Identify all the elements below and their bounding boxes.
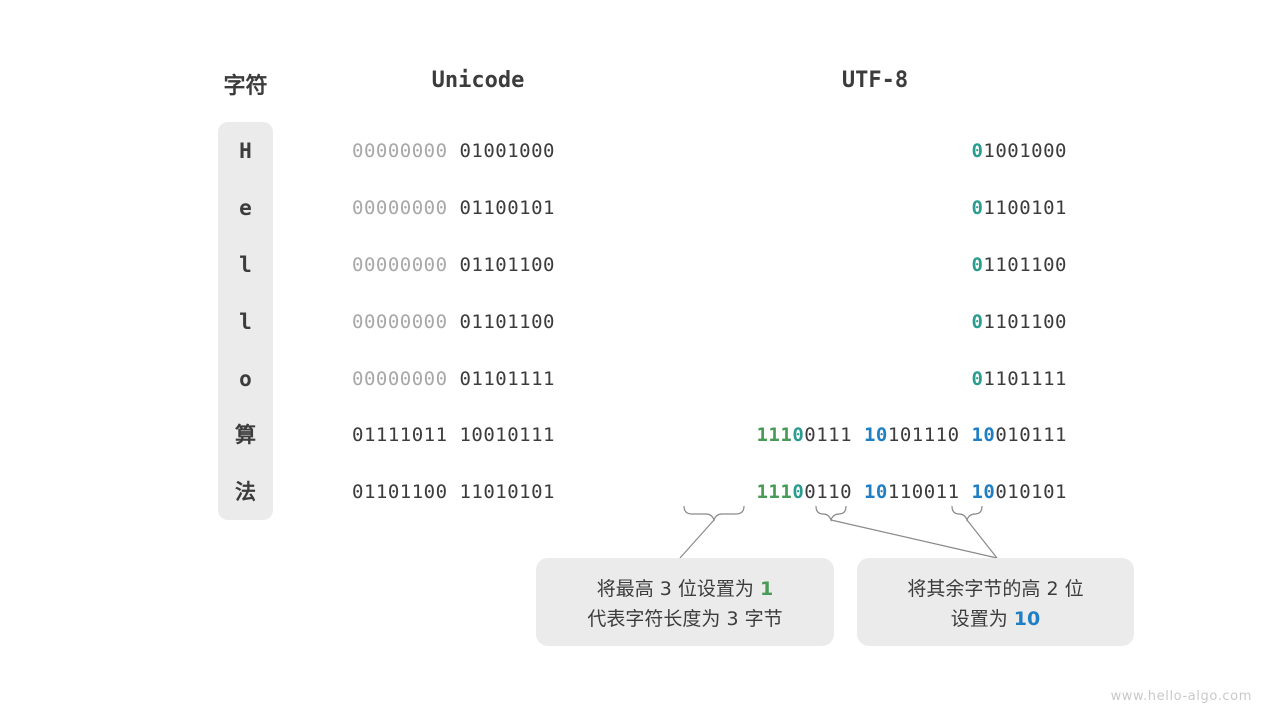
unicode-value: 01101100 11010101 [352, 481, 555, 503]
unicode-high-byte: 01111011 [352, 424, 448, 446]
unicode-low-byte: 01101100 [459, 254, 555, 276]
utf8-prefix-bits: 0 [971, 254, 984, 276]
unicode-value: 00000000 01101100 [352, 254, 555, 276]
unicode-high-byte: 00000000 [352, 140, 448, 162]
annotation-continuation-bytes: 将其余字节的高 2 位 设置为 10 [857, 558, 1134, 646]
utf8-payload-bits: 0111 [804, 424, 853, 446]
utf8-continuation-marker-bits: 10 [971, 481, 996, 503]
unicode-low-byte: 01100101 [459, 197, 555, 219]
utf8-continuation-marker-bits: 10 [863, 481, 888, 503]
annotation-text: 将其余字节的高 2 位 [907, 578, 1084, 600]
utf8-payload-bits: 1001000 [983, 140, 1067, 162]
column-header-utf8: UTF-8 [841, 68, 909, 93]
annotation-line: 将最高 3 位设置为 1 [597, 578, 773, 600]
annotation-text: 代表字符长度为 3 字节 [587, 608, 783, 630]
unicode-high-byte: 00000000 [352, 311, 448, 333]
unicode-high-byte: 00000000 [352, 368, 448, 390]
character-column-capsule [218, 122, 273, 520]
unicode-low-byte: 11010101 [459, 481, 555, 503]
utf8-payload-bits: 101110 [887, 424, 960, 446]
brace-continuation-byte-3 [951, 505, 983, 522]
unicode-value: 00000000 01101111 [352, 368, 555, 390]
utf8-lead-marker-bits: 111 [756, 481, 793, 503]
annotation-highlight-value: 1 [759, 578, 774, 600]
annotation-line: 设置为 10 [951, 608, 1041, 630]
utf8-value: 01100101 [971, 197, 1067, 219]
unicode-high-byte: 00000000 [352, 197, 448, 219]
brace-continuation-byte-2 [815, 505, 847, 522]
utf8-prefix-bits: 0 [971, 368, 984, 390]
unicode-low-byte: 10010111 [459, 424, 555, 446]
utf8-lead-marker-bits: 111 [756, 424, 793, 446]
column-header-char: 字符 [223, 74, 268, 99]
unicode-low-byte: 01101111 [459, 368, 555, 390]
char-cell: l [239, 310, 252, 334]
utf8-prefix-bits: 0 [971, 140, 984, 162]
utf8-payload-bits: 1100101 [983, 197, 1067, 219]
utf8-continuation-marker-bits: 10 [863, 424, 888, 446]
utf8-value: 01101100 [971, 254, 1067, 276]
utf8-payload-bits: 010101 [995, 481, 1067, 503]
utf8-value: 01101100 [971, 311, 1067, 333]
unicode-high-byte: 00000000 [352, 254, 448, 276]
utf8-lead-zero-bit: 0 [792, 481, 805, 503]
unicode-low-byte: 01101100 [459, 311, 555, 333]
utf8-payload-bits: 010111 [995, 424, 1067, 446]
utf8-payload-bits: 110011 [887, 481, 960, 503]
char-cell: e [239, 196, 252, 220]
unicode-value: 00000000 01001000 [352, 140, 555, 162]
annotation-highlight-value: 10 [1013, 608, 1041, 630]
unicode-value: 00000000 01101100 [352, 311, 555, 333]
utf8-payload-bits: 0110 [804, 481, 853, 503]
unicode-value: 01111011 10010111 [352, 424, 555, 446]
char-cell: 算 [235, 423, 256, 447]
unicode-low-byte: 01001000 [459, 140, 555, 162]
brace-lead-byte [683, 505, 745, 522]
leader-line-lead-byte [679, 519, 715, 559]
utf8-payload-bits: 1101100 [983, 254, 1067, 276]
char-cell: H [239, 139, 252, 163]
leader-line-continuation-3 [966, 519, 998, 559]
annotation-lead-byte: 将最高 3 位设置为 1 代表字符长度为 3 字节 [536, 558, 834, 646]
annotation-text: 将最高 3 位设置为 [596, 578, 760, 600]
utf8-prefix-bits: 0 [971, 197, 984, 219]
column-header-unicode: Unicode [431, 68, 525, 93]
char-cell: o [239, 367, 252, 391]
annotation-text: 设置为 [950, 608, 1014, 630]
utf8-value: 01001000 [971, 140, 1067, 162]
char-cell: 法 [235, 480, 256, 504]
watermark: www.hello-algo.com [1110, 689, 1252, 704]
char-cell: l [239, 253, 252, 277]
utf8-prefix-bits: 0 [971, 311, 984, 333]
utf8-continuation-marker-bits: 10 [971, 424, 996, 446]
utf8-value: 11100111 10101110 10010111 [756, 424, 1067, 446]
utf8-payload-bits: 1101111 [983, 368, 1067, 390]
utf8-payload-bits: 1101100 [983, 311, 1067, 333]
utf8-lead-zero-bit: 0 [792, 424, 805, 446]
utf8-value: 01101111 [971, 368, 1067, 390]
utf8-value: 11100110 10110011 10010101 [756, 481, 1067, 503]
unicode-value: 00000000 01100101 [352, 197, 555, 219]
unicode-high-byte: 01101100 [352, 481, 448, 503]
leader-line-continuation-2 [830, 519, 998, 559]
